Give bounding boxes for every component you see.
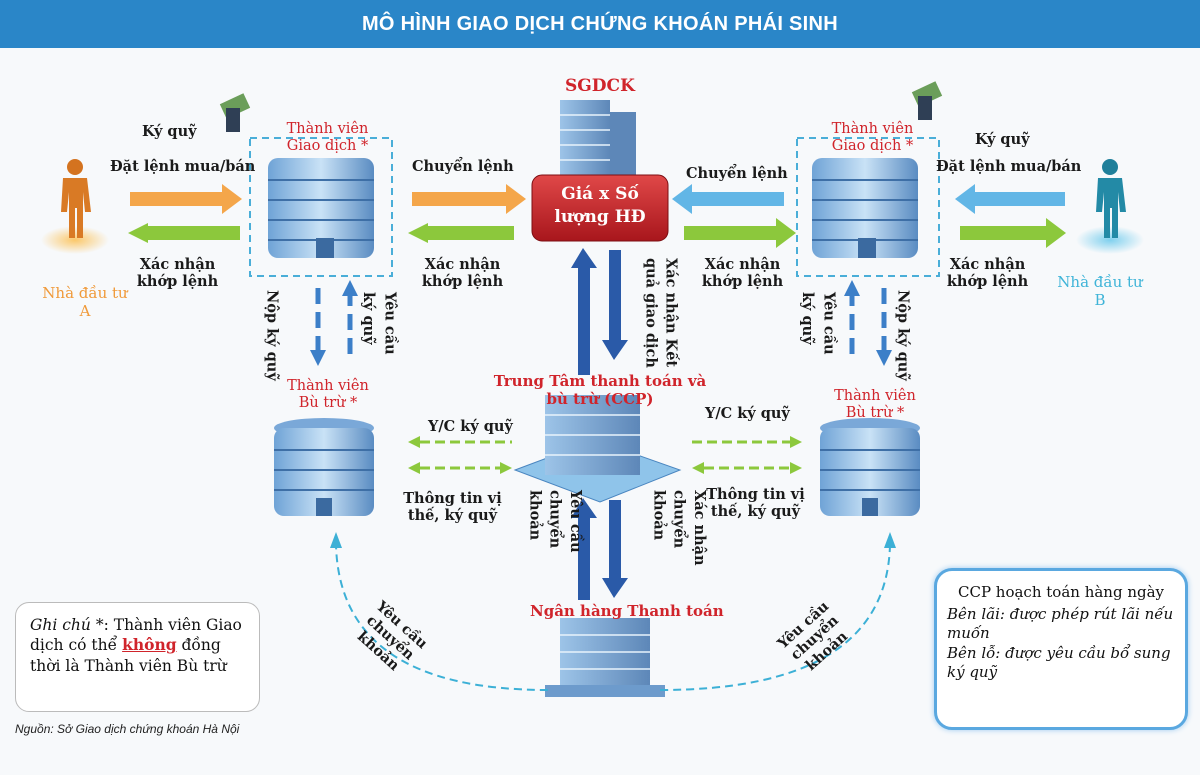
note-emph: không bbox=[122, 635, 177, 655]
position-info-label-right: Thông tin vị thế, ký quỹ bbox=[706, 486, 805, 521]
price-box-shape bbox=[531, 174, 669, 242]
member-clear-right-building bbox=[820, 418, 920, 516]
arrow-confirm-right bbox=[960, 218, 1066, 248]
note-box: Ghi chú *: Thành viên Giao dịch có thể k… bbox=[15, 602, 260, 712]
arrow-margin-right bbox=[849, 288, 887, 355]
deposit-margin-label-right: Nộp ký quỹ bbox=[894, 290, 912, 381]
bank-building bbox=[545, 618, 665, 697]
arrow-info-left bbox=[408, 462, 512, 474]
confirm-label-left: Xác nhận khớp lệnh bbox=[136, 256, 219, 291]
request-margin-label-left: Yêu cầu ký quỹ bbox=[359, 292, 399, 355]
ccp-box-line2: Bên lỗ: được yêu cầu bổ sung ký quỹ bbox=[947, 643, 1171, 682]
arrow-place-order-right bbox=[955, 184, 1065, 214]
member-trade-right-label: Thành viên Giao dịch * bbox=[831, 121, 914, 155]
request-margin-label-right: Yêu cầu ký quỹ bbox=[798, 292, 838, 355]
money-icon-left bbox=[219, 93, 251, 132]
note-text2: đồng thời là Thành viên Bù trừ bbox=[30, 636, 227, 675]
confirm-label-right: Xác nhận khớp lệnh bbox=[946, 256, 1029, 291]
ccp-box-line1: Bên lãi: được phép rút lãi nếu muốn bbox=[947, 604, 1174, 643]
sgdck-label: SGDCK bbox=[565, 76, 635, 96]
sgdck-tower bbox=[560, 100, 636, 180]
arrow-ccp-bank bbox=[571, 498, 628, 600]
member-clear-left-building bbox=[274, 418, 374, 516]
arrow-confirm-mid-left bbox=[408, 223, 514, 243]
arrow-yc-right bbox=[692, 436, 802, 448]
investor-b-figure bbox=[1076, 159, 1144, 254]
member-trade-right-building bbox=[812, 158, 918, 258]
member-trade-left-frame bbox=[249, 137, 393, 277]
forward-order-label-right: Chuyển lệnh bbox=[686, 165, 788, 182]
deposit-margin-label-left: Nộp ký quỹ bbox=[263, 290, 281, 381]
member-trade-right-frame bbox=[796, 137, 940, 277]
investor-b-label: Nhà đầu tư B bbox=[1057, 273, 1143, 309]
confirm-transfer-label: Xác nhận chuyển khoản bbox=[650, 490, 708, 566]
position-info-label-left: Thông tin vị thế, ký quỹ bbox=[403, 490, 502, 525]
forward-order-label-left: Chuyển lệnh bbox=[412, 158, 514, 175]
yc-margin-label-right: Y/C ký quỹ bbox=[705, 405, 790, 422]
place-order-label-left: Đặt lệnh mua/bán bbox=[110, 158, 256, 175]
price-box-label: Giá x Số lượng HĐ bbox=[554, 184, 646, 227]
investor-a-figure bbox=[41, 159, 109, 254]
arrow-forward-right bbox=[672, 184, 784, 214]
ccp-label: Trung Tâm thanh toán và bù trừ (CCP) bbox=[493, 372, 707, 408]
bank-label: Ngân hàng Thanh toán bbox=[530, 602, 724, 620]
confirm-label-mid-left: Xác nhận khớp lệnh bbox=[421, 256, 504, 291]
ccp-building bbox=[513, 395, 682, 503]
request-transfer-label-mid: Yêu cầu chuyển khoản bbox=[526, 490, 584, 553]
member-trade-left-label: Thành viên Giao dịch * bbox=[286, 121, 369, 155]
confirm-label-mid-right: Xác nhận khớp lệnh bbox=[701, 256, 784, 291]
arrow-yc-left bbox=[408, 436, 512, 448]
margin-label-right: Ký quỹ bbox=[975, 131, 1030, 148]
diagram-title: MÔ HÌNH GIAO DỊCH CHỨNG KHOÁN PHÁI SINH bbox=[0, 0, 1200, 48]
member-trade-left-building bbox=[268, 158, 374, 258]
note-prefix: Ghi chú * bbox=[30, 616, 104, 634]
arrow-place-order-left bbox=[130, 184, 242, 214]
arrow-confirm-mid-right bbox=[684, 218, 796, 248]
ccp-accounting-box: CCP hoạch toán hàng ngày Bên lãi: được p… bbox=[934, 568, 1188, 730]
arrow-transfer-left bbox=[335, 544, 549, 691]
source-note: Nguồn: Sở Giao dịch chứng khoán Hà Nội bbox=[15, 722, 240, 736]
arrow-transfer-right bbox=[659, 544, 891, 691]
ccp-box-title: CCP hoạch toán hàng ngày bbox=[957, 583, 1165, 601]
yc-margin-label-left: Y/C ký quỹ bbox=[428, 418, 513, 435]
arrow-sgdck-ccp bbox=[571, 248, 628, 375]
arrow-info-right bbox=[692, 462, 802, 474]
investor-a-label: Nhà đầu tư A bbox=[42, 284, 128, 320]
money-icon-right bbox=[911, 81, 943, 120]
place-order-label-right: Đặt lệnh mua/bán bbox=[936, 158, 1082, 175]
member-clear-left-label: Thành viên Bù trừ * bbox=[287, 378, 369, 412]
arrow-forward-left bbox=[412, 184, 526, 214]
arrow-margin-left bbox=[315, 288, 353, 355]
arrow-confirm-left bbox=[128, 223, 240, 243]
member-clear-right-label: Thành viên Bù trừ * bbox=[834, 388, 916, 422]
confirm-result-label: Xác nhận Kết quả giao dịch bbox=[642, 258, 680, 368]
margin-label-left: Ký quỹ bbox=[142, 123, 197, 140]
note-text1: : Thành viên Giao dịch có thể bbox=[30, 616, 242, 655]
